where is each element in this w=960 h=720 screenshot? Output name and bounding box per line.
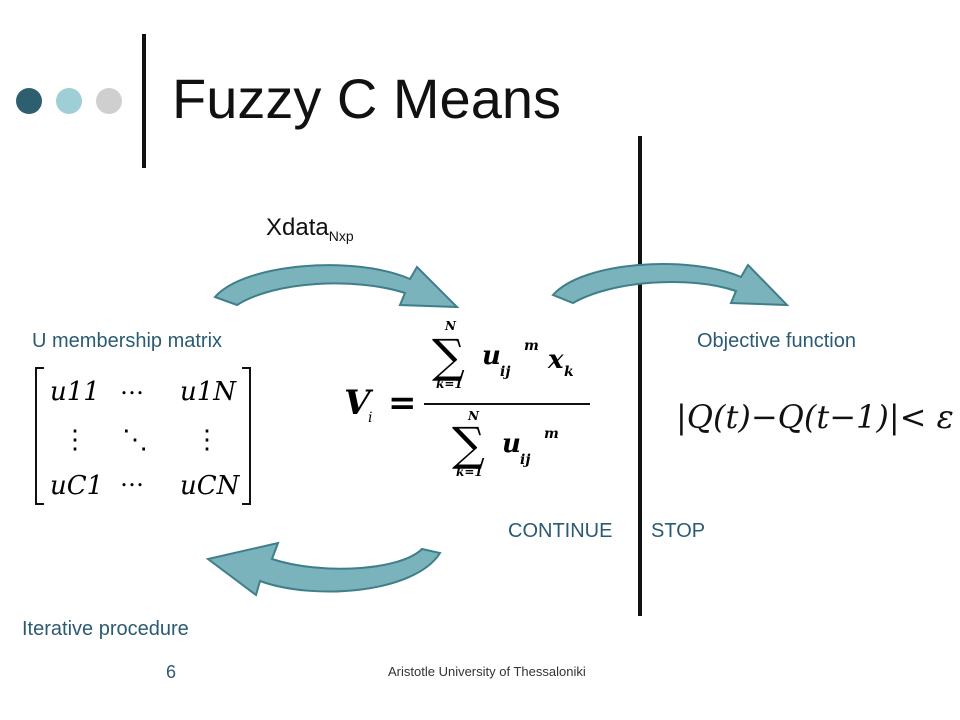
formula-equals: =: [388, 383, 417, 423]
input-data-subscript: Nxp: [328, 228, 354, 244]
den-term: u: [502, 429, 521, 459]
den-sum-symbol: ∑: [452, 417, 485, 471]
centroid-formula: V i = N ∑ k=1 u m ij x k N ∑ k=1 u m ij: [344, 319, 590, 479]
arrow-iterative: [205, 541, 442, 597]
objective-function-label: Objective function: [697, 330, 856, 352]
arrow-to-formula: [213, 264, 460, 309]
input-data-name: Xdata: [266, 214, 329, 241]
continue-label: CONTINUE: [508, 520, 613, 542]
num-sum-symbol: ∑: [432, 329, 465, 383]
formula-lhs-var: V: [344, 383, 374, 423]
num-sum-bottom: k=1: [436, 377, 463, 391]
den-sup: m: [544, 426, 559, 442]
matrix-cell-top-dots: …: [120, 372, 144, 400]
den-sum-bottom: k=1: [456, 465, 483, 479]
header-dot-gray: [96, 88, 122, 114]
num-x-sub: k: [564, 364, 574, 380]
matrix-cell-bottom-dots: …: [120, 464, 144, 492]
num-sup: m: [524, 338, 539, 354]
matrix-cell-uC1: uC1: [50, 471, 103, 501]
den-sub: ij: [520, 452, 530, 468]
matrix-cell-right-vdots: ⋮: [194, 425, 220, 455]
header-dot-dark: [16, 88, 42, 114]
num-term: u: [482, 341, 501, 371]
stop-divider: [638, 136, 642, 616]
matrix-cell-u1N: u1N: [180, 377, 237, 407]
matrix-cell-uCN: uCN: [180, 471, 241, 501]
slide-title: Fuzzy C Means: [172, 67, 561, 130]
stop-criterion: |Q(t)−Q(t−1)|< ε: [676, 398, 954, 436]
num-x: x: [547, 345, 564, 375]
header-dot-light: [56, 88, 82, 114]
header-divider: [142, 34, 146, 168]
matrix-cell-u11: u11: [50, 377, 100, 407]
den-sum-top: N: [467, 409, 480, 423]
formula-lhs-sub: i: [368, 410, 372, 426]
matrix-cell-left-vdots: ⋮: [62, 425, 88, 455]
u-matrix-label: U membership matrix: [32, 330, 223, 352]
membership-matrix: u11 … u1N ⋮ ⋱ ⋮ uC1 … uCN: [35, 367, 251, 505]
stop-label: STOP: [651, 520, 706, 542]
num-sub: ij: [500, 364, 510, 380]
matrix-cell-ddots: ⋱: [122, 425, 148, 455]
arrow-to-objective: [551, 263, 790, 307]
footer-institution: Aristotle University of Thessaloniki: [388, 664, 586, 679]
page-number: 6: [166, 662, 177, 682]
iterative-procedure-label: Iterative procedure: [22, 618, 189, 640]
num-sum-top: N: [444, 319, 457, 333]
input-data-label: XdataNxp: [266, 214, 354, 244]
